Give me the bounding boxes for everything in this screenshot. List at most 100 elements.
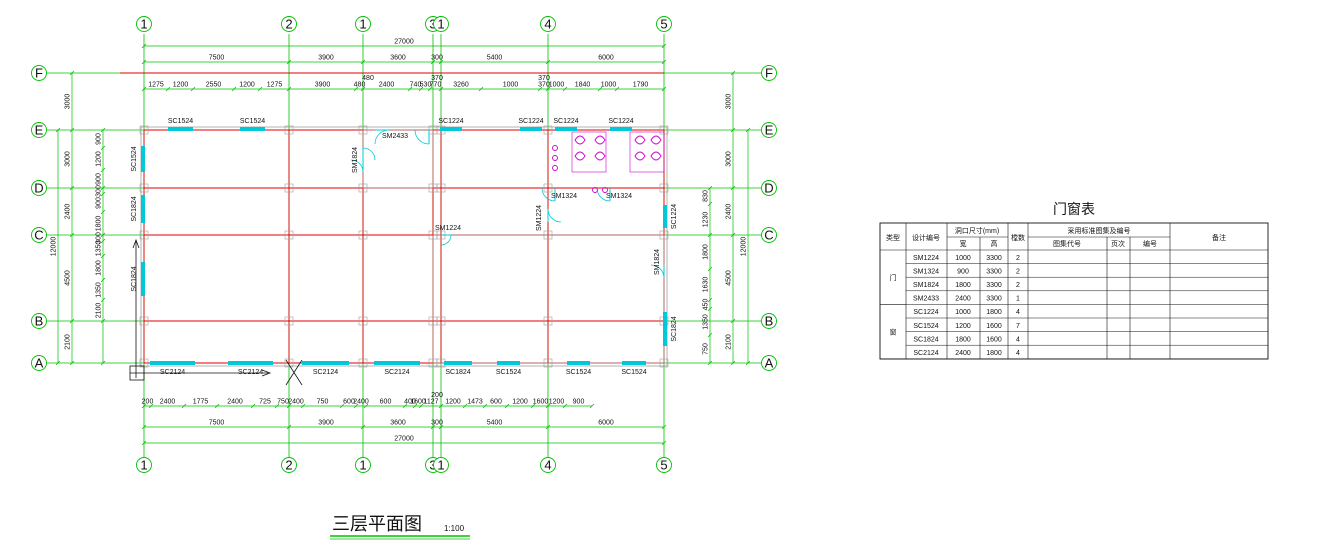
schedule-title: 门窗表 [1053, 201, 1095, 218]
window-top [168, 127, 193, 131]
door-tag: SM1224 [536, 205, 543, 231]
dim-bottom-bays-tick [438, 424, 444, 430]
dim-right-outer-tick [730, 232, 736, 238]
window-bottom [374, 361, 420, 365]
schedule-cell-code: SM1224 [913, 255, 939, 262]
window-tag: SC1524 [240, 118, 265, 125]
grid-bubble-label: E [35, 123, 44, 138]
dim-top-detail-tick [286, 86, 292, 92]
grid-bubble-label: 3 [429, 17, 436, 32]
window-top [520, 127, 542, 131]
dim-right-inner-tick [707, 360, 713, 366]
schedule-cell-count: 4 [1016, 309, 1020, 316]
window-bottom [622, 361, 646, 365]
dim-left-outer-tick [69, 127, 75, 133]
grid-bubble-label: A [35, 356, 44, 371]
column-marker [543, 316, 553, 326]
dim-left-inner-value: 1200 [96, 151, 103, 167]
column-marker [358, 125, 368, 135]
dim-left-outer-value: 3000 [65, 94, 72, 110]
dim-top-bays-value: 3900 [318, 55, 334, 62]
schedule-cell-count: 1 [1016, 296, 1020, 303]
schedule-cell-height: 3300 [986, 268, 1002, 275]
schedule-cell-type: 门 [890, 273, 897, 282]
dim-right-inner-tick [707, 201, 713, 207]
grid-bubble [355, 457, 371, 473]
dim-bottom-bays-value: 6000 [598, 420, 614, 427]
dim-right-outer-tick [730, 185, 736, 191]
grid-bubble-label: 2 [285, 17, 292, 32]
dim-left-outer-value: 3000 [65, 151, 72, 167]
grid-bubble-label: 1 [359, 17, 366, 32]
schedule-cell-width: 900 [957, 268, 969, 275]
ucs-arrow [132, 238, 140, 249]
dim-top-total-tick [661, 43, 667, 49]
window-tag: SC1824 [131, 266, 138, 291]
dim-top-detail-value: 2400 [379, 82, 395, 89]
dim-top-detail-value: 1000 [601, 82, 617, 89]
dim-left-inner-tick [100, 253, 106, 259]
grid-bubble [31, 122, 47, 138]
dim-left-inner-value: 900 [96, 197, 103, 209]
dim-bottom-detail-value: 1200 [512, 399, 528, 406]
dim-left-inner-value: 1800 [96, 260, 103, 276]
grid-bubble [136, 16, 152, 32]
dim-top-detail-value: 530 [420, 82, 432, 89]
grid-bubble [540, 457, 556, 473]
door-swing [440, 234, 452, 246]
dim-bottom-detail-tick [274, 403, 280, 409]
door-swing [374, 129, 390, 145]
grid-lines [46, 34, 762, 458]
schedule-header: 图集代号 [1053, 239, 1081, 248]
dim-right-total-tick [745, 360, 751, 366]
dim-top-detail-value: 370 [538, 82, 550, 89]
dim-bottom-detail-tick [530, 403, 536, 409]
dim-bottom-detail-value: 2400 [288, 399, 304, 406]
column-marker [543, 183, 553, 193]
column-marker [436, 316, 446, 326]
dim-bottom-detail-tick [181, 403, 187, 409]
dim-top-detail-tick [427, 86, 433, 92]
dim-top-detail-tick [231, 86, 237, 92]
dim-top-detail-value: 1200 [173, 82, 189, 89]
column-marker [543, 358, 553, 368]
schedule-cell-code: SC1224 [913, 309, 938, 316]
schedule-cell-count: 7 [1016, 323, 1020, 330]
urinal-fixture [602, 187, 608, 193]
toilet-fixture [594, 135, 606, 145]
grid-bubble-label: 5 [660, 458, 667, 473]
dim-left-outer-tick [69, 318, 75, 324]
dim-bottom-detail-value: 2400 [353, 399, 369, 406]
schedule-cell-code: SM1824 [913, 282, 939, 289]
dim-bottom-detail-tick [545, 403, 551, 409]
dim-left-inner-value: 900 [96, 173, 103, 185]
schedule-cell-count: 4 [1016, 336, 1020, 343]
column-marker [659, 183, 669, 193]
window-left [141, 262, 145, 296]
window-bottom [444, 361, 472, 365]
door-sm1224-b [440, 234, 452, 246]
dim-bottom-detail-tick [353, 403, 359, 409]
window-tag: SC1824 [131, 196, 138, 221]
toilet-fixture [594, 151, 606, 161]
schedule-cell-code: SM1324 [913, 268, 939, 275]
dim-left-inner-value: 1350 [96, 282, 103, 298]
dim-top-detail-tick [545, 86, 551, 92]
dim-bottom-total-tick [661, 440, 667, 446]
schedule-cell-width: 1200 [955, 323, 971, 330]
schedule-cell-type: 窗 [890, 328, 897, 337]
window-left [141, 195, 145, 223]
grid-bubble [656, 457, 672, 473]
door-swing [414, 129, 430, 145]
dim-top-detail-tick [257, 86, 263, 92]
schedule-header: 樘数 [1011, 233, 1025, 242]
dim-left-inner-value: 1350 [96, 241, 103, 257]
dim-top-bays-value: 6000 [598, 55, 614, 62]
dim-top-detail-tick [353, 86, 359, 92]
dim-top-detail-value: 740 [410, 82, 422, 89]
dim-bottom-detail-tick [412, 403, 418, 409]
dim-top-detail-value: 1275 [148, 82, 164, 89]
dim-bottom-extra: 200 [431, 392, 443, 399]
schedule-cell-code: SC2124 [913, 350, 938, 357]
